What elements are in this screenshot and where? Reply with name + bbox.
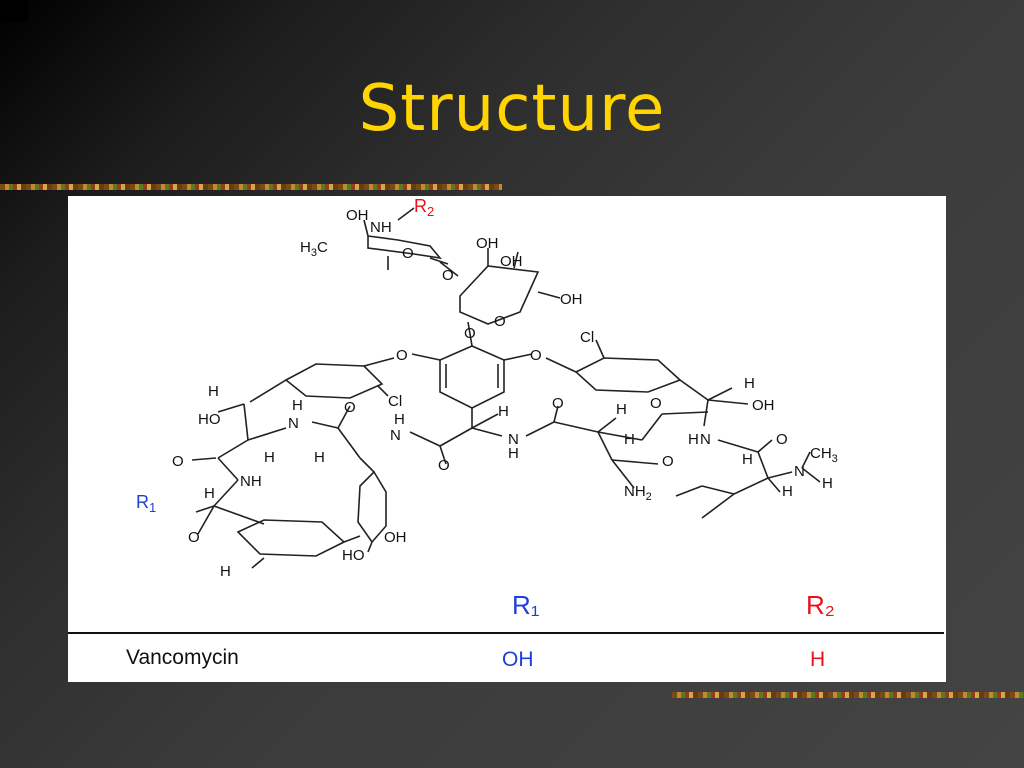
oh-label: OH xyxy=(346,207,369,224)
h-label-9: H xyxy=(744,375,755,392)
ch3-label: CH3 xyxy=(810,445,838,465)
table-header-r2: R₂ xyxy=(806,590,835,620)
h-label-4: H xyxy=(220,563,231,580)
vancomycin-structure-diagram: OH NH R2 H3C O OH OH OH O O O O O xyxy=(136,196,838,580)
o-label-9: O xyxy=(662,453,674,470)
slide-title: Structure xyxy=(358,72,666,146)
middle-chain-bonds xyxy=(409,405,709,489)
h-label-12: H xyxy=(782,483,793,500)
o-label-left-ether: O xyxy=(396,347,408,364)
h-label-7: H xyxy=(616,401,627,418)
o-label-glc3: O xyxy=(464,325,476,342)
central-ring xyxy=(411,345,533,428)
table-rule xyxy=(68,632,944,634)
sugar-ring-top xyxy=(363,207,449,270)
table-header-r1: R₁ xyxy=(512,590,540,620)
oh-label-5: OH xyxy=(384,529,407,546)
cl-label-left: Cl xyxy=(388,393,402,410)
h-label-6: H xyxy=(498,403,509,420)
o-label-7: O xyxy=(552,395,564,412)
table-row-name: Vancomycin xyxy=(126,646,239,669)
o-label-right-ether: O xyxy=(530,347,542,364)
h-label-3: H xyxy=(204,485,215,502)
o-label-5: O xyxy=(344,399,356,416)
nh-label-3: NH xyxy=(240,473,262,490)
n-label-right: N xyxy=(794,463,805,480)
h-label-5: H xyxy=(314,449,325,466)
glucose-ring xyxy=(439,248,561,347)
o-label-10: O xyxy=(776,431,788,448)
oh-label-4: OH xyxy=(560,291,583,308)
corner-square xyxy=(0,0,28,22)
nh-label-6: HN xyxy=(688,431,711,448)
right-chain-bonds xyxy=(675,387,821,519)
cl-label-right: Cl xyxy=(580,329,594,346)
o-label-8: O xyxy=(650,395,662,412)
o-label-glc1: O xyxy=(442,267,454,284)
ho-label-2: HO xyxy=(342,547,365,564)
h3c-label: H3C xyxy=(300,239,328,259)
nh2-label: NH2 xyxy=(624,483,652,503)
h-label-10: H xyxy=(742,451,753,468)
ho-label-1: HO xyxy=(198,411,221,428)
h-label-8: H xyxy=(624,431,635,448)
vertical-aryl-ring xyxy=(357,457,387,553)
structure-figure: OH NH R2 H3C O OH OH OH O O O O O xyxy=(68,196,946,682)
left-chain-bonds xyxy=(191,403,361,535)
o-label-3: O xyxy=(172,453,184,470)
right-aryl-ring xyxy=(545,339,709,401)
oh-label-6: OH xyxy=(752,397,775,414)
table-row-r1: OH xyxy=(502,648,534,671)
o-label-4: O xyxy=(188,529,200,546)
r2-label: R2 xyxy=(414,196,434,219)
nh-label: NH xyxy=(370,219,392,236)
texture-bar-bottom xyxy=(672,692,1024,698)
h-label-2: H xyxy=(264,449,275,466)
oh-label-2: OH xyxy=(476,235,499,252)
h-label-11: H xyxy=(822,475,833,492)
oh-label-3: OH xyxy=(500,253,523,270)
o-label-sugar: O xyxy=(402,245,414,262)
bottom-aryl-ring xyxy=(236,519,361,569)
texture-bar-top xyxy=(0,184,502,190)
r1-label: R1 xyxy=(136,492,156,515)
left-aryl-ring xyxy=(249,357,395,403)
h-label-1: H xyxy=(208,383,219,400)
o-label-glc2: O xyxy=(494,313,506,330)
o-label-6: O xyxy=(438,457,450,474)
table-row-r2: H xyxy=(810,648,826,671)
